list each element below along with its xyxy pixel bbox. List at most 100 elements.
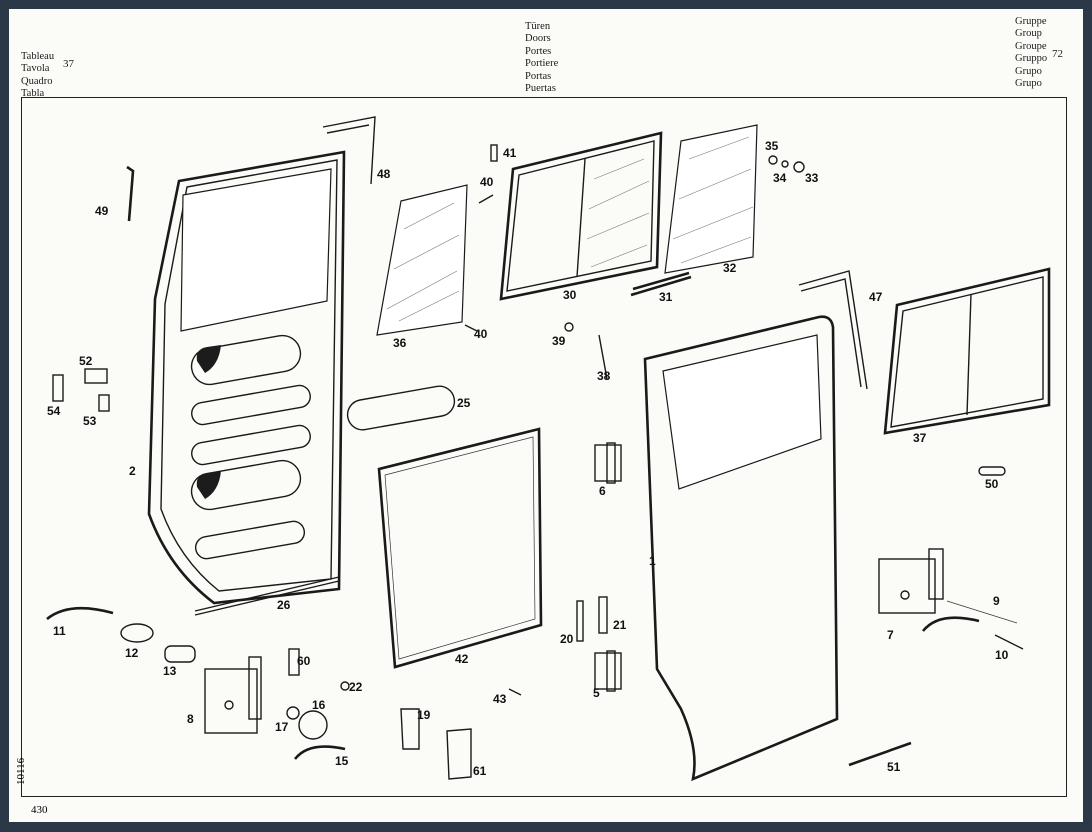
part-label-10: 10	[995, 648, 1009, 662]
part-label-13: 13	[163, 664, 177, 678]
part-label-20: 20	[560, 632, 574, 646]
catalog-page: Tableau Tavola Quadro Tabla 37 Türen Doo…	[9, 9, 1083, 822]
part-label-52: 52	[79, 354, 93, 368]
part-number-labels: 1 2 5 6 7 8 9 10 11 12 13 15 16 17 19 20…	[47, 139, 1009, 778]
part-label-19: 19	[417, 708, 431, 722]
part-label-32: 32	[723, 261, 737, 275]
tableau-label-de: Tableau	[21, 51, 55, 62]
part-label-12: 12	[125, 646, 139, 660]
part-7-lock	[878, 548, 944, 614]
part-49-strip	[126, 165, 135, 222]
part-label-15: 15	[335, 754, 349, 768]
title-pt: Portas	[525, 70, 552, 82]
part-16-rosette	[298, 710, 328, 740]
front-door-panel	[643, 315, 839, 782]
part-label-41: 41	[503, 146, 517, 160]
part-15-handle	[293, 745, 346, 760]
hinge-parts	[594, 442, 622, 692]
drawing-number: 10116	[15, 757, 27, 785]
part-47-seal	[798, 270, 868, 390]
part-43-clip	[508, 688, 522, 696]
part-label-8: 8	[187, 712, 194, 726]
part-25-cover	[346, 385, 456, 431]
part-8-lock	[204, 656, 262, 734]
part-label-40-lower: 40	[474, 327, 488, 341]
part-40-clip-lower	[464, 324, 478, 332]
tableau-number: 37	[63, 58, 74, 70]
part-label-54: 54	[47, 404, 61, 418]
title-it: Portiere	[525, 58, 559, 70]
part-label-9: 9	[993, 594, 1000, 608]
tableau-label-it: Tavola	[21, 63, 50, 75]
sliding-door-outer-panel	[147, 150, 346, 605]
diagram-frame	[21, 97, 1067, 797]
part-36-glass	[376, 184, 468, 336]
part-label-35: 35	[765, 139, 779, 153]
part-31-channel	[630, 271, 692, 297]
part-label-33: 33	[805, 171, 819, 185]
part-50-pin	[978, 466, 1006, 476]
part-17-washer	[286, 706, 300, 720]
part-label-17: 17	[275, 720, 289, 734]
part-label-25: 25	[457, 396, 471, 410]
part-19-block	[400, 708, 420, 750]
part-41-clip	[490, 144, 498, 162]
part-label-49: 49	[95, 204, 109, 218]
part-42-trim-panel	[377, 427, 543, 669]
group-label-pt: Grupo	[1015, 65, 1042, 77]
part-20-strip	[576, 600, 584, 642]
part-label-61: 61	[473, 764, 487, 778]
group-label-en: Group	[1015, 28, 1042, 40]
part-label-37: 37	[913, 431, 927, 445]
part-60-strap	[288, 648, 300, 676]
part-22-screw	[340, 681, 350, 691]
part-21-strip	[598, 596, 608, 634]
part-38-latch	[598, 334, 608, 380]
part-11-handle	[46, 606, 114, 621]
part-label-1: 1	[649, 554, 656, 568]
part-label-26: 26	[277, 598, 291, 612]
part-label-47: 47	[869, 290, 883, 304]
title-es: Puertas	[525, 83, 556, 95]
group-label-it: Gruppo	[1015, 53, 1048, 65]
part-label-53: 53	[83, 414, 97, 428]
part-label-39: 39	[552, 334, 566, 348]
part-30-window-frame	[499, 131, 663, 301]
part-label-22: 22	[349, 680, 363, 694]
part-10-key	[994, 634, 1024, 650]
part-label-11: 11	[53, 624, 66, 638]
part-48-seal	[322, 116, 376, 185]
tableau-label-es: Tabla	[21, 88, 45, 100]
part-label-60: 60	[297, 654, 311, 668]
part-12-escutcheon	[120, 623, 154, 643]
part-label-40-upper: 40	[480, 175, 494, 189]
group-number: 72	[1052, 48, 1063, 60]
part-label-34: 34	[773, 171, 787, 185]
title-fr: Portes	[525, 45, 552, 57]
part-54-clip	[52, 374, 64, 402]
part-label-43: 43	[493, 692, 507, 706]
part-label-48: 48	[377, 167, 391, 181]
group-label-de: Gruppe	[1015, 16, 1047, 27]
exploded-diagram: 1 2 5 6 7 8 9 10 11 12 13 15 16 17 19 20…	[46, 116, 1051, 782]
page-number: 430	[31, 804, 48, 816]
section-title-block: Türen Doors Portes Portiere Portas Puert…	[525, 21, 558, 95]
group-label-fr: Groupe	[1015, 40, 1047, 52]
part-label-42: 42	[455, 652, 469, 666]
part-label-21: 21	[613, 618, 627, 632]
part-9-handle	[921, 616, 980, 632]
part-39-bolt	[564, 322, 574, 332]
group-label-block: Gruppe Group Groupe Gruppo Grupo Grupo	[1015, 16, 1047, 90]
door-ribs	[190, 334, 311, 560]
tableau-label-block: Tableau Tavola Quadro Tabla	[21, 51, 54, 101]
part-13-plate	[164, 645, 196, 663]
part-label-16: 16	[312, 698, 326, 712]
part-label-51: 51	[887, 760, 901, 774]
part-label-50: 50	[985, 477, 999, 491]
part-label-2: 2	[129, 464, 136, 478]
part-61-bracket	[446, 728, 472, 780]
group-label-es: Grupo	[1015, 78, 1042, 90]
part-37-window	[883, 267, 1051, 435]
part-32-glass	[664, 124, 758, 274]
part-9-leader	[946, 600, 1018, 624]
